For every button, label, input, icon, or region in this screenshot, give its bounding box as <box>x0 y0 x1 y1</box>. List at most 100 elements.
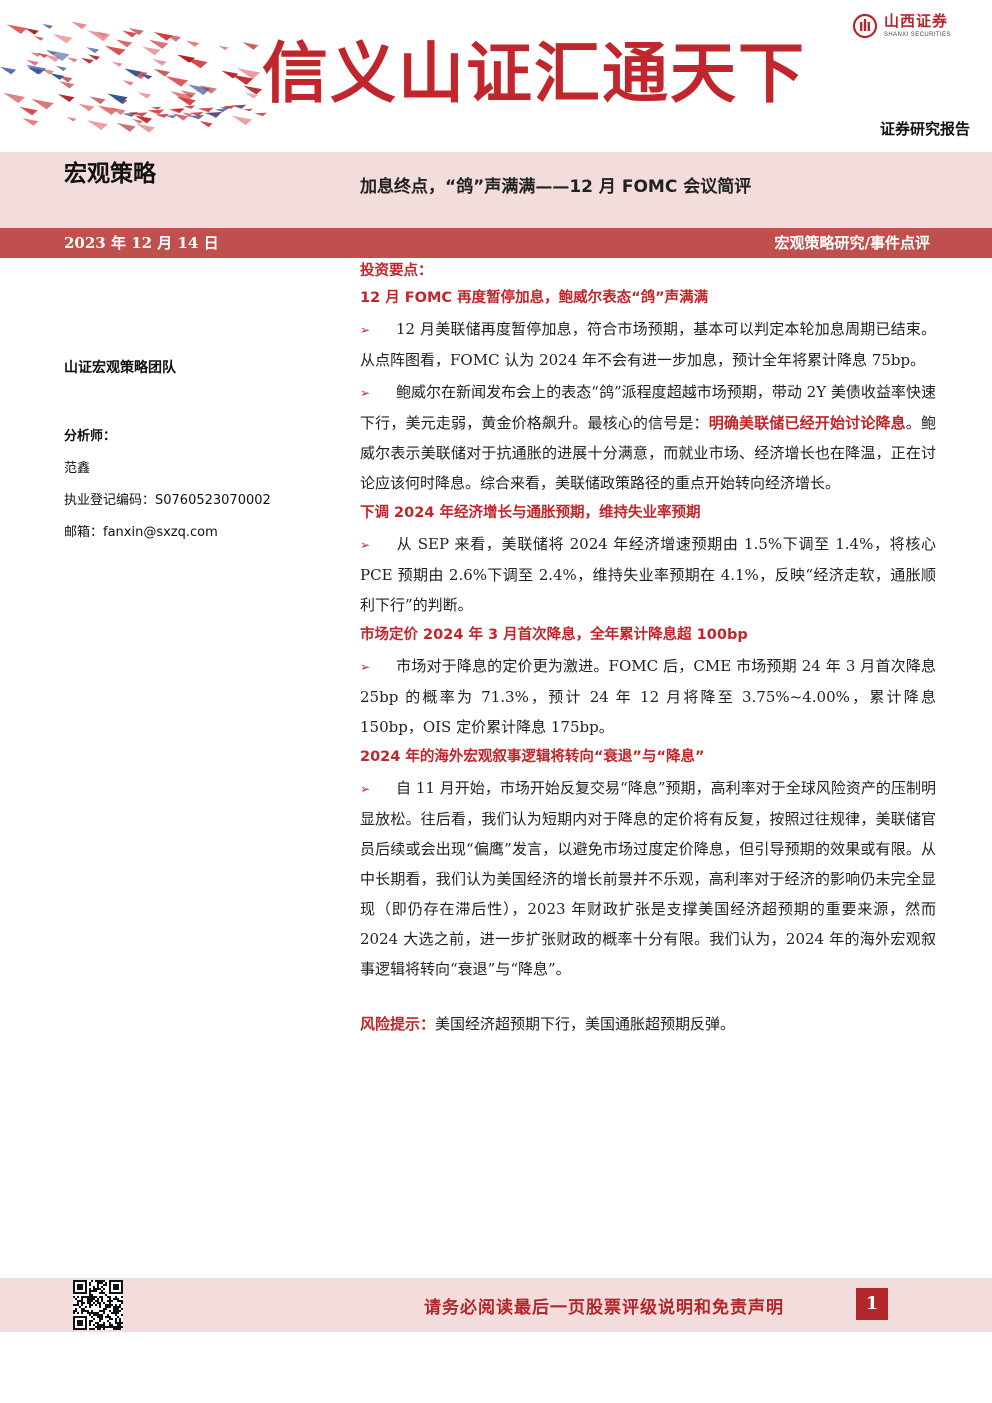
arrow-shape <box>52 34 73 44</box>
arrow-shape <box>234 105 245 109</box>
arrow-shape <box>236 68 261 79</box>
arrow-shape <box>42 23 53 29</box>
heading-fomc-pause: 12 月 FOMC 再度暂停加息，鲍威尔表态“鸽”声满满 <box>360 290 709 306</box>
heading-2024-narrative: 2024 年的海外宏观叙事逻辑将转向“衰退”与“降息” <box>360 749 705 765</box>
arrow-shape <box>88 54 101 61</box>
arrow-shape <box>66 57 78 63</box>
arrow-shape <box>31 98 54 110</box>
report-category: 宏观策略研究/事件点评 <box>774 234 930 252</box>
arrow-shape <box>204 112 223 118</box>
analyst-name: 范鑫 <box>64 461 91 476</box>
arrow-shape <box>30 52 41 57</box>
arrow-shape <box>57 94 75 102</box>
risk-warning: 风险提示：美国经济超预期下行，美国通胀超预期反弹。 <box>360 1010 936 1038</box>
arrow-shape <box>22 118 39 126</box>
report-headline: 加息终点，“鸽”声满满——12 月 FOMC 会议简评 <box>360 177 752 197</box>
main-content: 投资要点： 12 月 FOMC 再度暂停加息，鲍威尔表态“鸽”声满满 ➢12 月… <box>360 258 936 1038</box>
arrow-shape <box>147 109 165 115</box>
arrow-shape <box>80 57 94 64</box>
slogan-text: 信义山证汇通天下 <box>262 34 806 112</box>
arrow-shape <box>223 105 235 109</box>
arrow-shape <box>254 112 268 117</box>
arrow-shape <box>153 68 171 77</box>
footer-disclaimer: 请务必阅读最后一页股票评级说明和免责声明 <box>424 1298 784 1318</box>
analyst-label: 分析师： <box>64 429 117 444</box>
logo-name-en: SHANXI SECURITIES <box>884 32 951 38</box>
arrow-shape <box>45 49 70 61</box>
bullet-arrow-icon: ➢ <box>360 782 371 796</box>
arrow-shape <box>218 45 229 51</box>
paragraph-market-pricing: ➢市场对于降息的定价更为激进。FOMC 后，CME 市场预期 24 年 3 月首… <box>360 651 936 742</box>
arrow-shape <box>165 76 189 87</box>
arrow-shape <box>44 54 61 62</box>
risk-text: 美国经济超预期下行，美国通胀超预期反弹。 <box>435 1015 736 1033</box>
section-title: 宏观策略 <box>64 161 156 187</box>
footer-band <box>0 1278 992 1332</box>
arrow-shape <box>66 116 77 122</box>
arrow-shape <box>87 30 111 42</box>
risk-label: 风险提示： <box>360 1015 436 1033</box>
arrow-shape <box>189 112 204 116</box>
arrow-shape <box>70 21 88 30</box>
arrow-shape <box>155 113 170 118</box>
arrow-shape <box>107 93 128 104</box>
arrow-shape <box>165 115 177 119</box>
arrow-shape <box>50 73 65 80</box>
arrow-shape <box>153 31 173 41</box>
arrow-shape <box>36 52 48 59</box>
arrow-shape <box>24 28 39 35</box>
arrow-shape <box>151 106 162 110</box>
arrow-shape <box>198 85 218 94</box>
arrow-shape <box>128 27 144 36</box>
arrow-shape <box>96 31 108 37</box>
arrow-swarm-graphic <box>0 21 268 133</box>
bullet-arrow-icon: ➢ <box>360 660 371 674</box>
arrow-shape <box>3 92 26 104</box>
arrow-shape <box>55 65 67 71</box>
arrow-shape <box>142 46 161 56</box>
arrow-shape <box>86 120 109 131</box>
arrow-shape <box>243 85 263 95</box>
key-points-title: 投资要点： <box>360 263 433 279</box>
arrow-shape <box>148 39 169 49</box>
arrow-shape <box>197 107 214 113</box>
arrow-shape <box>188 114 205 120</box>
arrow-shape <box>19 106 38 116</box>
arrow-shape <box>34 36 44 41</box>
date-bar <box>0 228 992 258</box>
report-type-label: 证券研究报告 <box>879 120 970 138</box>
paragraph-sep: ➢从 SEP 来看，美联储将 2024 年经济增速预期由 1.5%下调至 1.4… <box>360 529 936 620</box>
team-name: 山证宏观策略团队 <box>64 360 176 376</box>
arrow-shape <box>137 92 152 99</box>
arrow-shape <box>182 112 193 117</box>
arrow-shape <box>97 105 118 116</box>
paragraph-rate-pause: ➢12 月美联储再度暂停加息，符合市场预期，基本可以判定本轮加息周期已结束。从点… <box>360 314 936 375</box>
arrow-shape <box>231 74 254 85</box>
page-number: 1 <box>856 1288 888 1320</box>
arrow-shape <box>122 30 137 38</box>
arrow-shape <box>180 90 196 98</box>
arrow-shape <box>111 61 123 67</box>
title-band <box>0 152 992 228</box>
heading-sep-revision: 下调 2024 年经济增长与通胀预期，维持失业率预期 <box>360 505 701 521</box>
qr-code-icon <box>73 1280 123 1330</box>
arrow-shape <box>231 115 253 126</box>
arrow-shape <box>104 45 126 56</box>
arrow-shape <box>187 84 211 96</box>
arrow-shape <box>134 115 153 124</box>
arrow-shape <box>199 121 213 128</box>
registration-code: 执业登记编码：S0760523070002 <box>64 493 271 508</box>
arrow-shape <box>132 118 143 125</box>
arrow-shape <box>116 122 136 132</box>
logo-mark-icon <box>852 13 878 39</box>
arrow-shape <box>78 103 95 112</box>
arrow-shape <box>25 64 47 75</box>
highlight-rate-cut-discussion: 明确美联储已经开始讨论降息 <box>708 414 906 432</box>
company-logo: 山西证券 SHANXI SECURITIES <box>852 8 982 44</box>
paragraph-powell-dovish: ➢鲍威尔在新闻发布会上的表态“鸽”派程度超越市场预期，带动 2Y 美债收益率快速… <box>360 377 936 498</box>
arrow-shape <box>185 40 200 47</box>
logo-name-cn: 山西证券 <box>884 12 949 30</box>
paragraph-2024-narrative: ➢自 11 月开始，市场开始反复交易“降息”预期，高利率对于全球风险资产的压制明… <box>360 773 936 984</box>
arrow-shape <box>214 108 228 113</box>
arrow-shape <box>176 54 195 63</box>
